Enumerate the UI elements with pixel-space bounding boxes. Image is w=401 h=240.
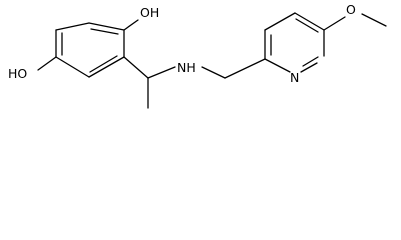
atom-label-oh-left: HO bbox=[8, 66, 27, 81]
bond bbox=[264, 12, 296, 31]
bond-c-o-methoxy bbox=[323, 16, 346, 31]
bond bbox=[300, 62, 318, 73]
atom-label-n-ring: N bbox=[290, 70, 299, 85]
double-bond-inner bbox=[295, 18, 319, 33]
bond-nh-ch2 bbox=[201, 66, 226, 79]
bond-o-methyl bbox=[361, 13, 387, 27]
bond bbox=[55, 56, 90, 78]
chemical-structure: OH HO NH N O bbox=[8, 2, 387, 109]
bond-c-oh-top bbox=[123, 19, 139, 31]
bond-ring-ch bbox=[123, 56, 149, 79]
hydroquinone-ring bbox=[55, 22, 125, 78]
double-bond-inner bbox=[302, 56, 319, 67]
bond bbox=[294, 12, 325, 31]
atom-label-o-methoxy: O bbox=[346, 2, 356, 17]
bond-c-oh-left bbox=[37, 56, 57, 71]
atom-label-oh-top: OH bbox=[140, 5, 159, 20]
bond bbox=[55, 22, 90, 31]
bond-ch-nh bbox=[147, 66, 176, 79]
double-bond-inner bbox=[89, 55, 118, 73]
bond bbox=[88, 56, 125, 78]
pyridine-ring bbox=[264, 12, 325, 73]
double-bond-inner bbox=[90, 28, 119, 35]
atom-label-nh: NH bbox=[177, 60, 196, 75]
bond-ch2-ring bbox=[224, 58, 266, 79]
bond bbox=[264, 58, 291, 73]
bond bbox=[88, 22, 125, 31]
